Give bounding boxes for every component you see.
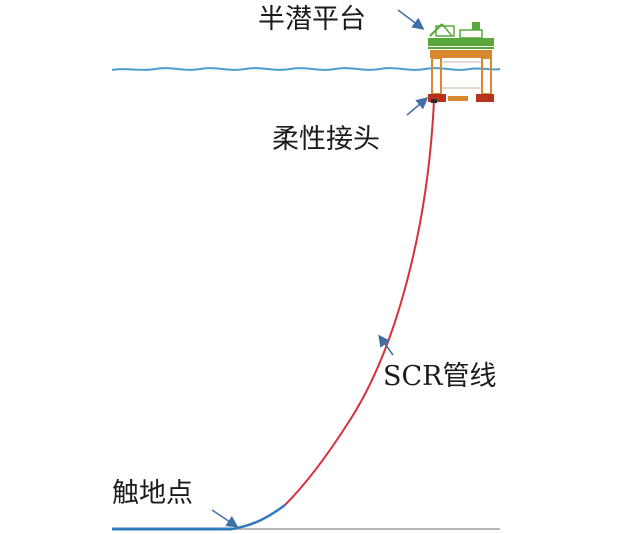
touchdown-label: 触地点 [112,478,193,509]
scr-arrow [378,334,394,356]
platform-arrow [397,9,425,30]
scr-riser-touchdown-zone [231,503,286,531]
semi-submersible-platform [428,22,494,103]
platform-label: 半潜平台 [258,4,366,35]
scr-riser [284,99,435,506]
flex-joint-arrow [406,97,429,116]
touchdown-arrow [211,509,239,528]
scr-label: SCR管线 [383,361,497,392]
sea-surface [111,67,501,71]
flex-joint-label: 柔性接头 [272,124,380,155]
